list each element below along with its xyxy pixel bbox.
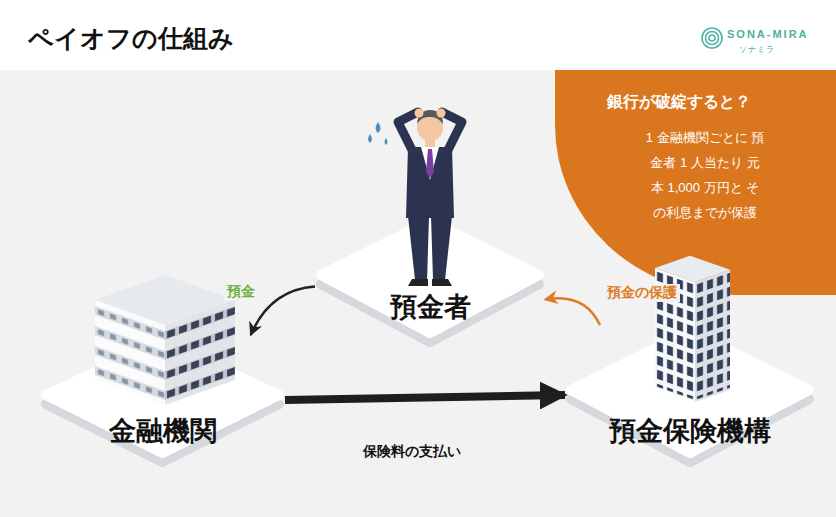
info-bubble: 銀行が破綻すると？ 1 金融機関ごとに 預金者 1 人当たり 元本 1,000 万… <box>555 70 836 295</box>
bank-building <box>95 275 235 405</box>
platform-side <box>321 230 539 342</box>
diagram-title: ペイオフの仕組み <box>28 22 234 55</box>
node-label: 金融機関 <box>109 413 217 449</box>
platform-side <box>46 350 279 462</box>
platform-top <box>46 341 279 453</box>
node-label: 預金者 <box>390 289 471 325</box>
node-label: 預金保険機構 <box>609 413 771 449</box>
edge-label: 保険料の支払い <box>360 443 464 461</box>
platform-node: 預金保険機構 <box>565 325 815 465</box>
platform-node: 金融機関 <box>40 335 285 465</box>
platform-shape <box>315 215 545 345</box>
flow-arrow <box>285 395 565 400</box>
platform-side <box>571 340 809 462</box>
insurer-building <box>655 256 730 402</box>
flow-arrow <box>545 298 600 325</box>
flow-arrow <box>251 287 315 336</box>
logo-text: SONA-MIRA <box>727 28 809 40</box>
depositor-figure <box>368 109 462 287</box>
platform-top <box>571 331 809 453</box>
edge-label: 預金の保護 <box>604 284 680 302</box>
logo-text: ソナミラ <box>739 44 775 55</box>
title-tab <box>0 18 585 58</box>
bubble-heading: 銀行が破綻すると？ <box>607 92 836 113</box>
platform-top <box>321 221 539 333</box>
platform-node: 預金者 <box>315 215 545 345</box>
logo-icon <box>702 28 722 48</box>
bubble-body: 1 金融機関ごとに 預金者 1 人当たり 元本 1,000 万円と その利息まで… <box>645 125 765 225</box>
edge-label: 預金 <box>224 283 258 301</box>
